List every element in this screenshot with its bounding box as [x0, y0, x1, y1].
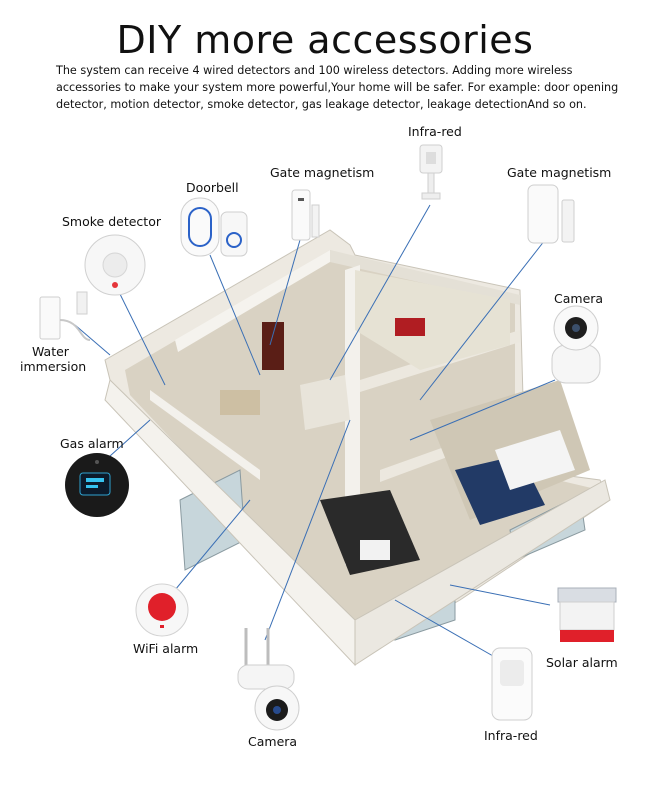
camera-right-icon	[551, 305, 601, 384]
label-gate-magnetism-right: Gate magnetism	[507, 165, 612, 180]
label-wifi-alarm: WiFi alarm	[133, 641, 199, 656]
infrared-sensor-bottom-icon	[491, 647, 533, 721]
smoke-detector-icon	[84, 234, 146, 296]
label-solar-alarm: Solar alarm	[546, 655, 618, 670]
description-text: The system can receive 4 wired detectors…	[56, 64, 619, 111]
label-infrared-bottom: Infra-red	[484, 728, 538, 743]
gas-alarm-icon	[65, 453, 129, 517]
house-floorplan	[104, 229, 611, 667]
label-camera-bottom: Camera	[248, 734, 298, 749]
connector-lines	[74, 204, 556, 661]
label-gas-alarm: Gas alarm	[60, 436, 124, 451]
label-water-immersion-line2: immersion	[20, 359, 87, 374]
label-smoke-detector: Smoke detector	[62, 214, 161, 229]
water-immersion-icon	[39, 291, 91, 341]
label-doorbell: Doorbell	[186, 180, 239, 195]
gate-magnetism-left-icon	[291, 189, 320, 241]
wifi-alarm-icon	[135, 583, 189, 637]
camera-bottom-icon	[237, 628, 300, 731]
label-camera-right: Camera	[554, 291, 604, 306]
solar-alarm-icon	[557, 587, 617, 642]
doorbell-icon	[180, 197, 248, 257]
label-water-immersion-line1: Water	[32, 344, 69, 359]
page-title: DIY more accessories	[116, 18, 534, 62]
infrared-sensor-top-icon	[419, 144, 443, 200]
label-gate-magnetism-left: Gate magnetism	[270, 165, 375, 180]
gate-magnetism-right-icon	[527, 184, 575, 244]
label-infrared-top: Infra-red	[408, 124, 462, 139]
